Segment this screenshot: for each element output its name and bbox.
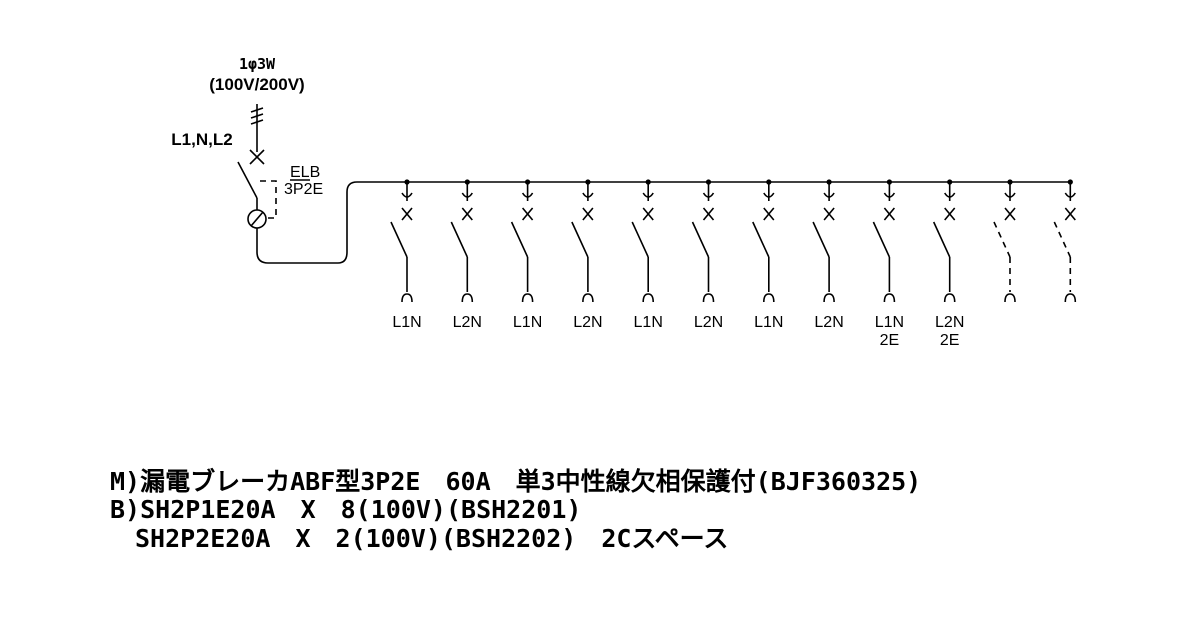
outlet-terminal	[642, 293, 654, 303]
circuit-label-phase: L2N	[814, 314, 843, 331]
supply-lines-label: L1,N,L2	[171, 130, 232, 149]
note-branch-breakers-2e: SH2P2E20A X 2(100V)(BSH2202) 2Cスペース	[110, 524, 728, 553]
outlet-terminal	[702, 293, 715, 303]
branch-circuit: L2N	[691, 179, 723, 331]
supply-system-label: 1φ3W	[239, 55, 276, 73]
outlet-terminal	[521, 293, 534, 303]
outlet-terminal	[1064, 293, 1077, 303]
incoming-feeder	[249, 104, 265, 165]
main-breaker-symbol	[237, 161, 1071, 264]
branch-circuit: L2N	[571, 179, 603, 331]
main-breaker-poles-label: 3P2E	[284, 181, 323, 198]
branch-circuit: L1N	[752, 179, 783, 331]
outlet-terminal	[401, 293, 413, 303]
circuit-label-phase: L2N	[573, 314, 602, 331]
spare-branch-circuit	[1053, 179, 1077, 303]
breaker-contact	[691, 221, 710, 258]
circuit-label-phase: L2N	[453, 314, 482, 331]
breaker-contact	[993, 221, 1011, 258]
breaker-contact	[450, 221, 469, 258]
branch-circuit: L2N	[450, 179, 482, 331]
spare-branch-circuit	[993, 179, 1016, 303]
breaker-contact	[812, 221, 830, 258]
outlet-terminal	[823, 293, 835, 303]
breaker-contact	[631, 221, 649, 258]
circuit-label-earth: 2E	[880, 332, 900, 349]
breaker-contact	[872, 221, 891, 258]
note-main-breaker: M)漏電ブレーカABF型3P2E 60A 単3中性線欠相保護付(BJF36032…	[110, 467, 921, 496]
branch-circuit: L1N	[631, 179, 663, 331]
circuit-label-earth: 2E	[940, 332, 960, 349]
main-breaker-label: ELB	[290, 164, 320, 181]
branch-circuit: L1N	[510, 179, 542, 331]
breaker-contact	[510, 221, 529, 258]
circuit-label-phase: L2N	[935, 314, 964, 331]
circuit-label-phase: L1N	[754, 314, 783, 331]
branch-circuit: L2N	[812, 179, 844, 331]
breaker-contact	[752, 221, 770, 258]
circuit-label-phase: L1N	[634, 314, 663, 331]
branch-circuit: L1N	[390, 179, 422, 331]
circuit-label-phase: L1N	[513, 314, 542, 331]
circuit-label-phase: L1N	[875, 314, 904, 331]
circuit-label-phase: L1N	[392, 314, 421, 331]
breaker-contact	[1053, 221, 1072, 258]
outlet-terminal	[883, 293, 896, 303]
breaker-contact	[390, 221, 408, 258]
circuit-label-phase: L2N	[694, 314, 723, 331]
outlet-terminal	[1004, 293, 1016, 303]
outlet-terminal	[582, 293, 594, 303]
outlet-terminal	[461, 293, 474, 303]
supply-voltage-label: (100V/200V)	[209, 75, 304, 94]
outlet-terminal	[943, 293, 956, 303]
note-branch-breakers-1e: B)SH2P1E20A X 8(100V)(BSH2201)	[110, 495, 581, 524]
outlet-terminal	[763, 293, 775, 303]
breaker-contact	[571, 221, 589, 258]
breaker-contact	[932, 221, 951, 258]
